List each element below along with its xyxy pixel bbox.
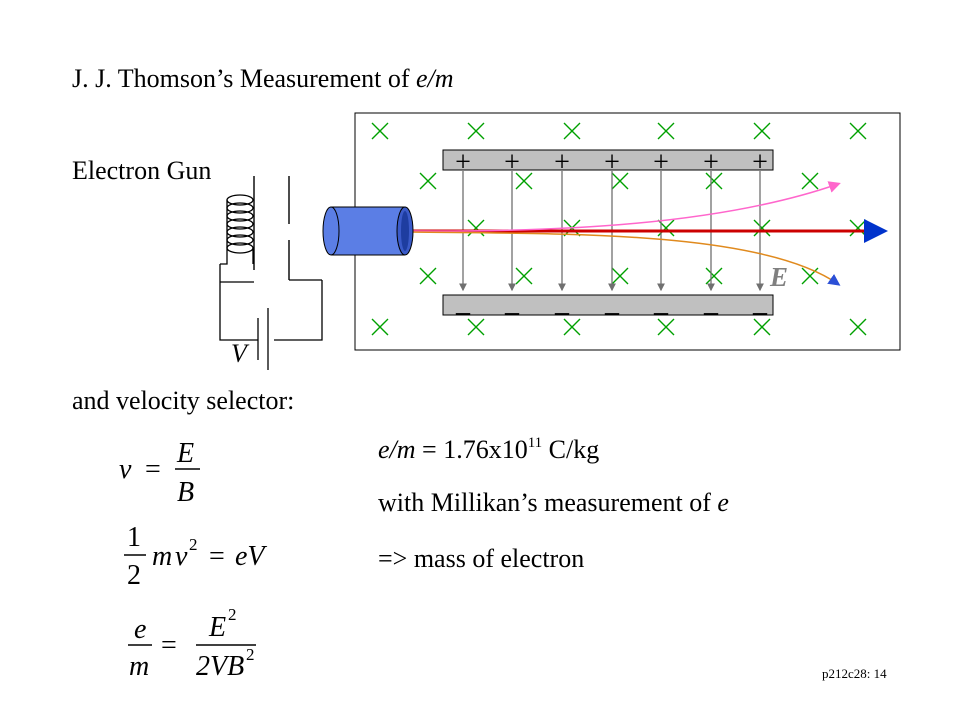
positive-plate (442, 149, 774, 171)
field-cross-icon (515, 172, 533, 190)
coil-lead (220, 200, 228, 265)
field-cross-icon (419, 172, 437, 190)
downward-deflected-path (409, 231, 841, 286)
minus-sign: _ (604, 287, 620, 318)
electron-gun-cylinder (322, 206, 414, 256)
field-cross-icon (371, 122, 389, 140)
minus-sign: _ (752, 287, 768, 318)
plus-sign: + (752, 147, 768, 178)
negative-plate (442, 294, 774, 316)
field-cross-icon (849, 122, 867, 140)
field-cross-icon (753, 122, 771, 140)
plus-signs: + + + + + + + (455, 147, 768, 178)
electric-field-label: E (769, 262, 788, 292)
battery-circuit (219, 264, 323, 370)
field-cross-icon (371, 318, 389, 336)
velocity-selector-label: and velocity selector: (72, 386, 295, 415)
field-cross-icon (515, 267, 533, 285)
plus-sign: + (554, 147, 570, 178)
field-cross-icon (657, 318, 675, 336)
plus-sign: + (703, 147, 719, 178)
minus-sign: _ (703, 287, 719, 318)
field-cross-icon (467, 122, 485, 140)
plus-sign: + (653, 147, 669, 178)
minus-sign: _ (554, 287, 570, 318)
electron-gun-label: Electron Gun (72, 156, 212, 185)
charge-to-mass-value: e/m = 1.76x1011 C/kg (378, 435, 600, 464)
plus-sign: + (604, 147, 620, 178)
field-cross-icon (801, 267, 819, 285)
field-cross-icon (705, 267, 723, 285)
field-cross-icon (563, 318, 581, 336)
millikan-line: with Millikan’s measurement of e (378, 488, 729, 517)
minus-signs: _ _ _ _ _ _ _ (455, 287, 768, 318)
slide-title: J. J. Thomson’s Measurement of e/m (72, 64, 454, 93)
slide-footer: p212c28: 14 (822, 666, 887, 681)
field-cross-icon (753, 219, 771, 237)
field-cross-icon (467, 219, 485, 237)
plus-sign: + (504, 147, 520, 178)
heater-coil (220, 194, 254, 265)
minus-sign: _ (653, 287, 669, 318)
field-cross-icon (419, 267, 437, 285)
voltage-label: V (231, 339, 250, 368)
field-cross-icon (563, 122, 581, 140)
field-cross-icon (801, 172, 819, 190)
upward-deflected-path (409, 181, 841, 232)
field-cross-icon (849, 318, 867, 336)
minus-sign: _ (504, 287, 520, 318)
field-cross-icon (611, 267, 629, 285)
electron-mass-line: => mass of electron (378, 544, 585, 573)
minus-sign: _ (455, 287, 471, 318)
plus-sign: + (455, 147, 471, 178)
field-cross-icon (611, 172, 629, 190)
field-cross-icon (657, 122, 675, 140)
field-cross-icon (753, 318, 771, 336)
field-cross-icon (849, 219, 867, 237)
field-cross-icon (705, 172, 723, 190)
field-cross-icon (467, 318, 485, 336)
